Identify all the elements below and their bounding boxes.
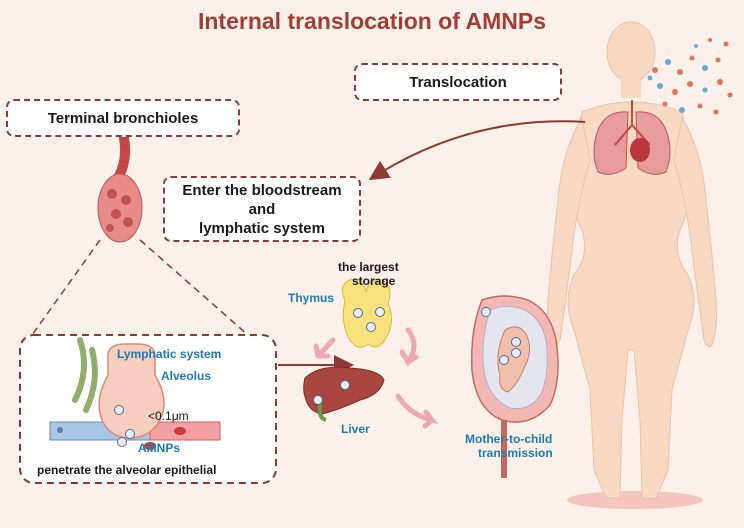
mother-to-child-label-2: transmission [478,446,553,460]
translocation-label: Translocation [409,73,507,91]
pink-arrow-right [399,327,419,367]
largest-storage-label-2: storage [352,274,396,288]
size-label: <0.1μm [148,409,189,423]
human-body-figure [547,21,717,509]
thymus-illustration [341,278,392,348]
thymus-label: Thymus [288,291,335,305]
terminal-bronchioles-label: Terminal bronchioles [47,109,199,127]
alveolus-illustration [49,337,221,450]
lymphatic-system-label: Lymphatic system [117,347,222,361]
bloodstream-line-3: lymphatic system [199,219,325,237]
amnps-label: AMNPs [138,441,181,455]
liver-label: Liver [341,422,370,436]
lungs-illustration [593,100,671,175]
liver-illustration [303,366,385,422]
terminal-bronchioles-box: Terminal bronchioles [6,99,240,137]
bloodstream-box: Enter the bloodstream and lymphatic syst… [163,176,361,242]
alveolus-label: Alveolus [161,369,212,383]
zoom-line-left [31,239,101,336]
penetrate-label: penetrate the alveolar epithelial [37,463,217,477]
zoom-line-right [139,239,249,336]
bloodstream-line-1: Enter the bloodstream [182,181,342,199]
uterus-fetus-illustration [470,295,559,478]
translocation-box: Translocation [354,63,562,101]
bronchiole-illustration [97,133,143,243]
largest-storage-label-1: the largest [338,260,399,274]
diagram-title: Internal translocation of AMNPs [197,8,547,34]
bloodstream-line-2: and [248,200,276,218]
pink-arrow-down [395,393,439,429]
pink-arrow-left [313,337,336,359]
inhaled-particles [647,38,733,115]
mother-to-child-label-1: Mother-to-child [465,432,553,446]
translocation-arrow [368,120,586,181]
